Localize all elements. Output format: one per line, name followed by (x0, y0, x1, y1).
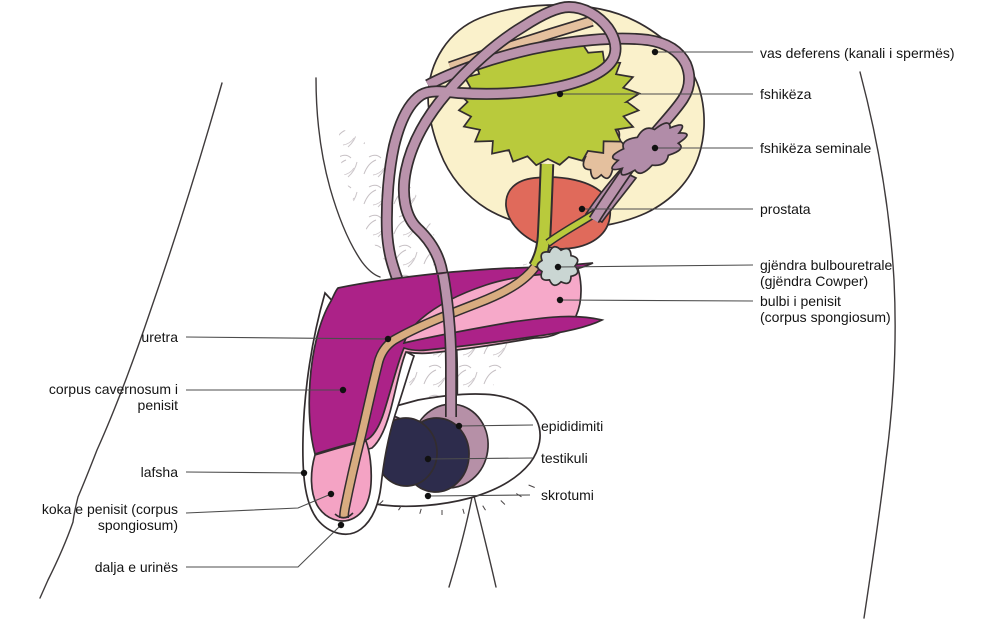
vas-deferens-scrotal-fill (438, 273, 456, 417)
leg-crease-left-line (448, 491, 474, 588)
vas-deferens-right-fill (425, 34, 694, 223)
label-dalja-e-urines: dalja e urinës (94, 559, 178, 575)
body-outline (39, 71, 896, 619)
abdomen-contour-line (315, 77, 381, 278)
label-testikuli: testikuli (541, 450, 588, 466)
urethra-prostatic-fill (530, 163, 553, 270)
label-vas-deferens: vas deferens (kanali i spermës) (760, 45, 955, 61)
leader-lines (185, 48, 754, 568)
label-bulbi-i-penisit: bulbi i penisit (corpus spongiosum) (760, 293, 891, 326)
urethral-opening (334, 512, 354, 519)
vas-deferens-loop-fill (382, 2, 620, 420)
label-koka-e-penisit: koka e penisit (corpus spongiosum) (41, 501, 178, 534)
corpus-cavernosum-shape (308, 262, 605, 456)
label-prostata: prostata (760, 201, 811, 217)
thigh-contour-line (859, 71, 896, 619)
label-lafsha: lafsha (140, 464, 178, 480)
label-fshikeza-seminale: fshikëza seminale (760, 140, 872, 156)
urethra-penile-fill (340, 264, 538, 519)
label-skrotumi: skrotumi (541, 487, 594, 503)
seminal-vesicle-shape (611, 122, 688, 176)
leg-crease-right-line (472, 491, 497, 588)
label-fshikeza: fshikëza (760, 86, 812, 102)
label-uretra: uretra (141, 329, 178, 345)
label-epididimiti: epididimiti (541, 418, 604, 434)
ureter-band-fill (448, 17, 594, 71)
label-corpus-cavernosum: corpus cavernosum i penisit (48, 381, 178, 414)
label-gjendra-bulbouretrale: gjëndra bulbouretrale (gjëndra Cowper) (760, 257, 893, 290)
back-contour-line (39, 82, 223, 599)
